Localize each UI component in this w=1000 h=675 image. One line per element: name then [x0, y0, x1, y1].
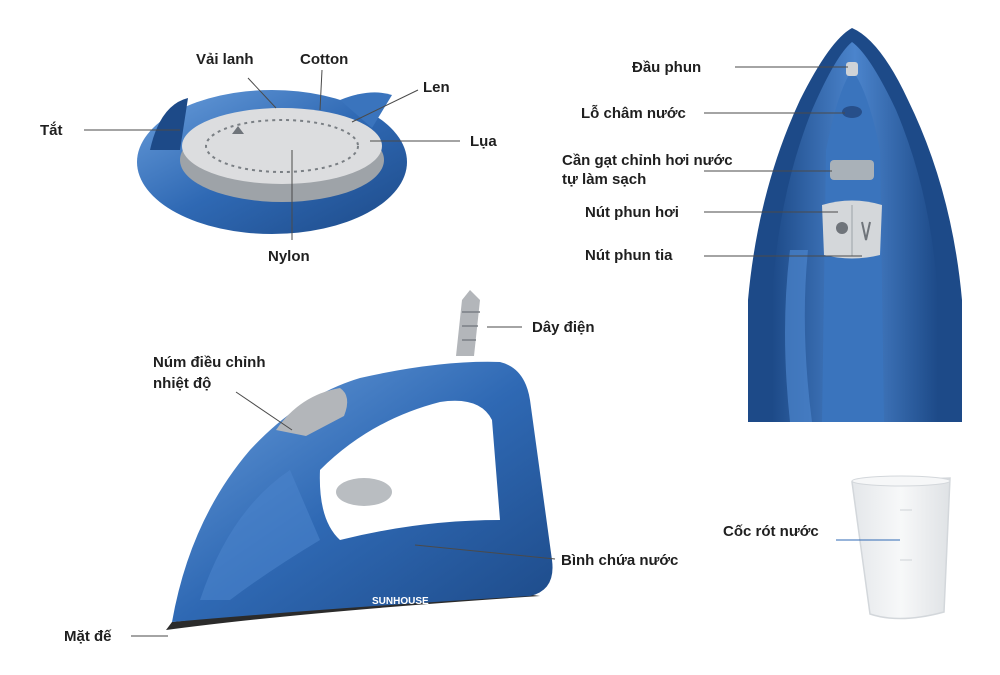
- dial-closeup: [137, 90, 407, 234]
- iron-top-view: [748, 28, 962, 422]
- top-view-highlight: [785, 250, 812, 422]
- label-steam-button: Nút phun hơi: [585, 204, 679, 221]
- iron-side-view: SUNHOUSE: [166, 290, 553, 630]
- label-wool: Len: [423, 79, 450, 96]
- label-water-fill-hole: Lỗ châm nước: [581, 105, 686, 122]
- cup-body: [851, 477, 951, 620]
- label-steam-lever-line1: Cần gạt chỉnh hơi nước: [562, 152, 733, 169]
- cup-rim: [851, 475, 951, 487]
- dial-housing-top: [340, 92, 392, 128]
- leader-linen: [247, 77, 277, 109]
- leader-wool: [351, 89, 419, 123]
- label-temp-knob-line1: Núm điều chỉnh: [153, 354, 266, 371]
- label-spray-nozzle: Đầu phun: [632, 59, 701, 76]
- label-silk: Lụa: [470, 133, 497, 150]
- label-nylon: Nylon: [268, 248, 310, 265]
- label-steam-lever-line2: tự làm sạch: [562, 171, 646, 188]
- label-off: Tắt: [40, 121, 63, 139]
- temperature-knob-part: [276, 388, 348, 436]
- soleplate-part: [166, 592, 540, 630]
- steam-icon: [836, 222, 848, 234]
- label-cotton: Cotton: [300, 51, 348, 68]
- water-tank-part: [200, 470, 320, 600]
- label-soleplate: Mặt đế: [64, 628, 112, 645]
- leader-cotton: [319, 69, 323, 111]
- leader-water-tank: [414, 544, 556, 560]
- label-temp-knob-line2: nhiệt độ: [153, 375, 211, 392]
- dial-marker: [232, 126, 244, 134]
- power-cord-part: [456, 290, 480, 356]
- label-power-cord: Dây điện: [532, 319, 595, 336]
- side-dial-part: [336, 478, 392, 506]
- label-cup: Cốc rót nước: [723, 523, 819, 540]
- dial-scale: [205, 119, 359, 173]
- measuring-cup: [851, 475, 951, 620]
- dial-housing-edge: [150, 98, 188, 150]
- label-linen: Vải lanh: [196, 51, 254, 68]
- spray-icon: [861, 221, 871, 241]
- water-fill-hole-part: [842, 106, 862, 118]
- leader-temp-knob: [235, 391, 293, 431]
- brand-logo: SUNHOUSE: [372, 596, 429, 607]
- steam-lever-part: [830, 160, 874, 180]
- label-spray-button: Nút phun tia: [585, 247, 673, 264]
- spray-nozzle-part: [846, 62, 858, 76]
- label-water-tank: Bình chứa nước: [561, 552, 678, 569]
